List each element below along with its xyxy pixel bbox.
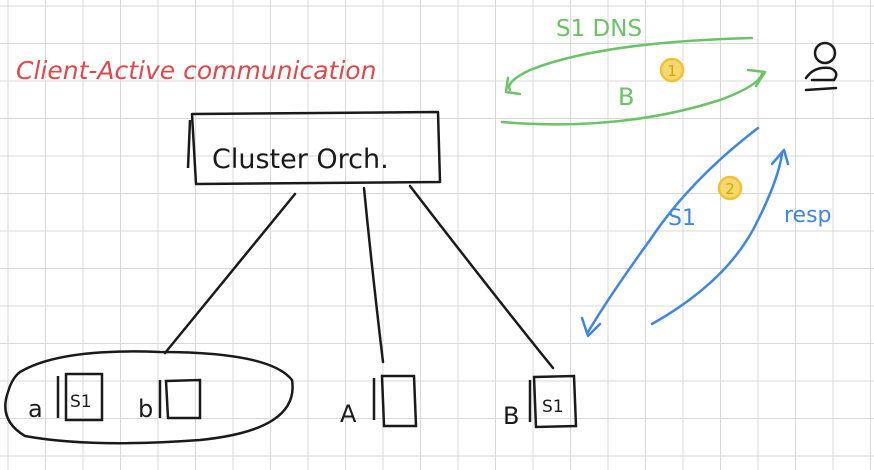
node-A-slot-box	[380, 374, 418, 428]
dns-lower-arrowhead	[746, 68, 767, 88]
node-A: A	[340, 374, 418, 428]
request-arrowhead	[580, 316, 602, 338]
dns-exchange: S1 DNS B 1	[500, 16, 767, 126]
cluster-orchestrator-label: Cluster Orch.	[212, 144, 389, 175]
node-B-label: B	[503, 402, 519, 430]
node-B-slot-label: S1	[542, 397, 564, 417]
node-b-label: b	[138, 395, 153, 423]
node-A-label: A	[340, 400, 357, 428]
diagram-title: Client-Active communication	[16, 56, 376, 85]
node-B-slot-box	[532, 374, 578, 429]
edge-orch-to-group	[163, 192, 297, 355]
step-1-number: 1	[667, 62, 677, 80]
cluster-orchestrator-box: Cluster Orch.	[186, 110, 442, 186]
response-arrow	[650, 152, 784, 326]
node-B: B S1	[503, 374, 578, 430]
step-1-badge	[659, 57, 685, 83]
response-label: resp	[784, 203, 832, 228]
dns-lower-arrow	[500, 72, 764, 126]
dns-response-target: B	[618, 83, 634, 111]
node-a-label: a	[28, 395, 43, 423]
node-group-ellipse	[4, 350, 294, 445]
node-a-slot-label: S1	[70, 392, 92, 412]
dns-upper-arrowhead	[504, 76, 522, 96]
dns-request-label: S1 DNS	[556, 16, 642, 42]
edge-orch-to-B	[408, 184, 555, 370]
step-2-number: 2	[725, 180, 735, 198]
dns-upper-arrow	[507, 36, 754, 92]
node-a-slot-box	[64, 372, 104, 422]
service-exchange: S1 resp 2	[580, 126, 832, 338]
node-a: a S1	[28, 372, 104, 423]
response-arrowhead	[770, 148, 790, 166]
node-b-slot-box	[164, 378, 202, 420]
request-arrow	[586, 126, 760, 334]
step-2-badge	[717, 175, 743, 201]
user-icon	[804, 41, 838, 92]
edge-orch-to-A	[362, 186, 385, 364]
request-label: S1	[668, 206, 696, 231]
node-b: b	[138, 378, 202, 423]
